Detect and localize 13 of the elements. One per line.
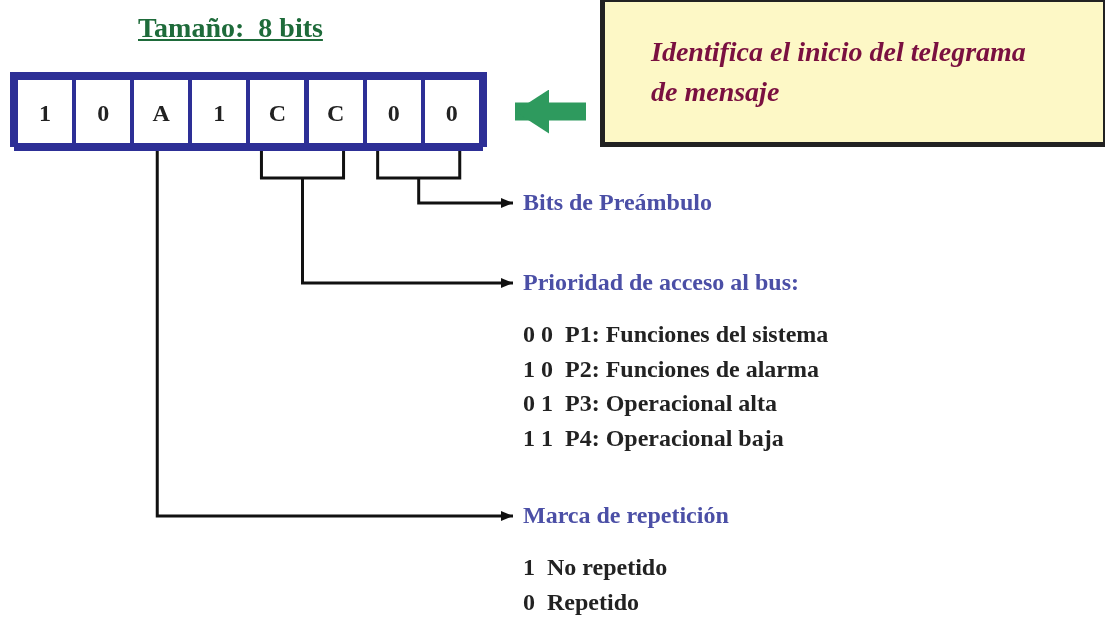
field-label: Prioridad de acceso al bus: <box>523 268 799 296</box>
block-arrow <box>515 89 586 134</box>
code-list-item: 0 1 P3: Operacional alta <box>523 389 777 417</box>
field-label: Marca de repetición <box>523 501 729 529</box>
code-list-item: 1 1 P4: Operacional baja <box>523 423 784 452</box>
code-list-item: 1 0 P2: Funciones de alarma <box>523 354 819 383</box>
code-list-item: 0 0 P1: Funciones del sistema <box>523 320 829 348</box>
code-list-item: 0 Repetido <box>523 588 639 616</box>
title-heading: Tamaño: 8 bits <box>138 12 323 44</box>
field-label: Bits de Preámbulo <box>523 188 712 216</box>
note-box: Identifica el inicio del telegrama de mensaje <box>600 0 1105 147</box>
leader-line <box>155 149 513 521</box>
code-list-item: 1 No repetido <box>523 553 668 581</box>
